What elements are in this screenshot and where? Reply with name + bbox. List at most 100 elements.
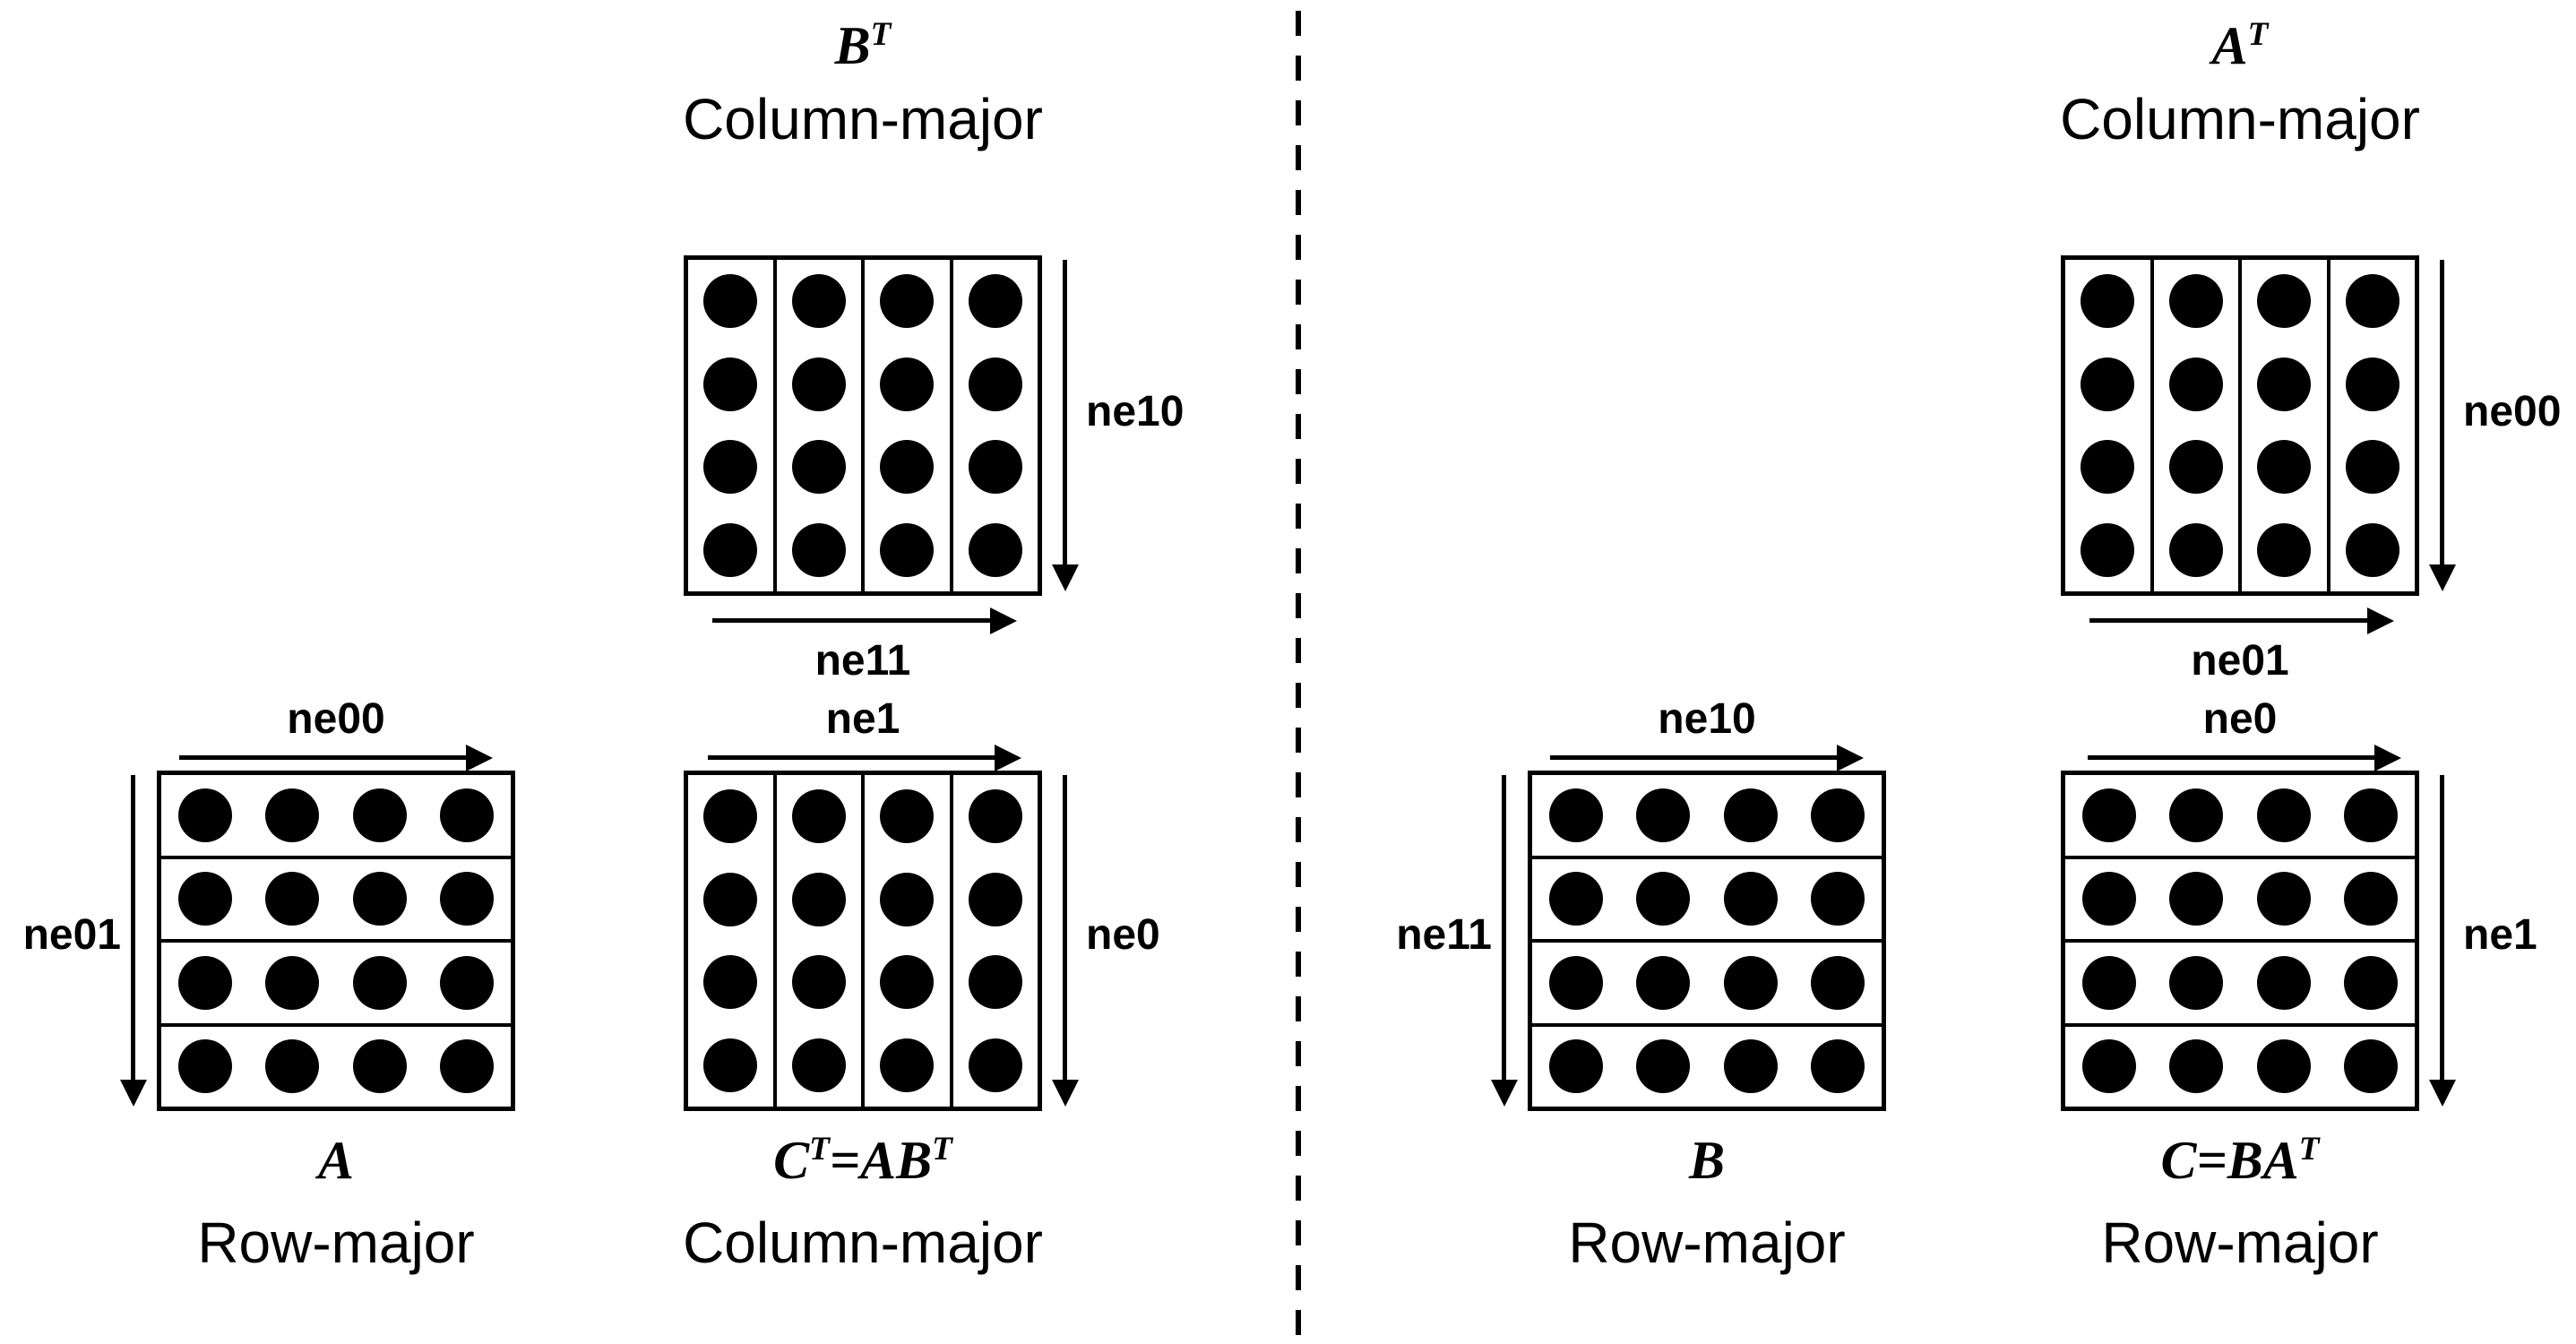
- matrix-dot: [703, 789, 758, 844]
- matrix-strip: [1532, 775, 1882, 859]
- matrix-dot: [1548, 955, 1603, 1010]
- matrix-dot: [2169, 1039, 2224, 1094]
- matrix-dot: [1811, 872, 1865, 926]
- matrix-dot: [1723, 1039, 1778, 1094]
- matrix-dot: [968, 872, 1022, 926]
- matrix-dot: [440, 955, 495, 1010]
- matrix-dot: [703, 274, 758, 329]
- matrix-dot: [2345, 440, 2399, 495]
- matrix-dot: [440, 1039, 495, 1094]
- matrix-dot: [1548, 1039, 1603, 1094]
- left-top-rows-dim-label: ne10: [1086, 388, 1185, 435]
- matrix-dot: [968, 789, 1022, 844]
- left-top-cols-arrow-right-icon: [712, 618, 990, 623]
- left-output-cols-dim-label: ne1: [825, 695, 900, 743]
- matrix-dot: [2256, 872, 2311, 926]
- matrix-dot: [352, 788, 407, 842]
- left-top-matrix-layout-caption: Column-major: [683, 87, 1043, 151]
- matrix-dot: [703, 440, 758, 495]
- matrix-dot: [2081, 357, 2135, 411]
- left-output-matrix-title: CT=ABT: [773, 1131, 952, 1190]
- matrix-dot: [2257, 440, 2312, 495]
- left-output-cols-arrow-right-icon: [708, 755, 995, 760]
- matrix-dot: [791, 872, 846, 926]
- left-output-matrix-layout-caption: Column-major: [683, 1210, 1043, 1275]
- matrix-strip: [2065, 1027, 2415, 1107]
- matrix-dot: [2168, 274, 2223, 329]
- matrix-dot: [177, 955, 232, 1010]
- matrix-dot: [440, 872, 495, 926]
- matrix-dot: [2081, 872, 2136, 926]
- matrix-dot: [2344, 955, 2399, 1010]
- right-input-rows-arrow-down-icon: [1502, 775, 1506, 1080]
- matrix-dot: [703, 522, 758, 577]
- right-output-rows-arrow-down-icon: [2440, 775, 2444, 1080]
- right-top-rows-dim-label: ne00: [2463, 388, 2562, 435]
- matrix-dot: [2345, 274, 2399, 329]
- right-input-cols-dim-label: ne10: [1658, 695, 1756, 743]
- matrix-dot: [1811, 955, 1865, 1010]
- left-output-rows-arrow-down-icon: [1063, 775, 1067, 1080]
- matrix-strip: [2154, 260, 2242, 591]
- matrix-dot: [2081, 1039, 2136, 1094]
- left-top-matrix: [684, 255, 1042, 596]
- matrix-dot: [352, 955, 407, 1010]
- matrix-dot: [2081, 274, 2135, 329]
- matrix-dot: [352, 872, 407, 926]
- matrix-dot: [265, 1039, 320, 1094]
- matrix-dot: [1723, 872, 1778, 926]
- left-output-matrix: [684, 771, 1042, 1111]
- matrix-dot: [968, 955, 1022, 1010]
- right-top-cols-arrow-right-icon: [2089, 618, 2367, 623]
- matrix-dot: [2344, 1039, 2399, 1094]
- left-input-matrix-layout-caption: Row-major: [197, 1210, 475, 1275]
- left-top-rows-arrow-down-icon: [1063, 260, 1067, 564]
- matrix-dot: [791, 522, 846, 577]
- right-input-matrix-title: B: [1688, 1131, 1726, 1190]
- matrix-dot: [703, 1038, 758, 1092]
- matrix-dot: [2257, 522, 2312, 577]
- matrix-dot: [2168, 440, 2223, 495]
- matrix-dot: [880, 789, 935, 844]
- matrix-dot: [177, 872, 232, 926]
- left-input-matrix: [157, 771, 515, 1111]
- matrix-strip: [161, 943, 511, 1027]
- matrix-dot: [352, 1039, 407, 1094]
- matrix-strip: [777, 260, 865, 591]
- right-output-cols-dim-label: ne0: [2202, 695, 2278, 743]
- matrix-dot: [1636, 872, 1691, 926]
- right-output-rows-dim-label: ne1: [2463, 911, 2537, 959]
- matrix-dot: [177, 788, 232, 842]
- matrix-dot: [2256, 1039, 2311, 1094]
- matrix-dot: [791, 357, 846, 411]
- right-top-matrix: [2061, 255, 2419, 596]
- matrix-dot: [791, 955, 846, 1010]
- right-top-matrix-layout-caption: Column-major: [2060, 87, 2420, 151]
- right-output-matrix-layout-caption: Row-major: [2101, 1210, 2379, 1275]
- matrix-strip: [2065, 943, 2415, 1027]
- matrix-dot: [880, 955, 935, 1010]
- left-input-cols-arrow-right-icon: [179, 755, 466, 760]
- left-input-rows-dim-label: ne01: [22, 911, 121, 959]
- matrix-dot: [1723, 955, 1778, 1010]
- matrix-dot: [1636, 955, 1691, 1010]
- matrix-dot: [703, 955, 758, 1010]
- matrix-dot: [791, 440, 846, 495]
- matrix-dot: [968, 274, 1022, 329]
- matrix-dot: [1548, 872, 1603, 926]
- panel-divider: [1296, 11, 1301, 1335]
- right-output-cols-arrow-right-icon: [2088, 755, 2374, 760]
- matrix-strip: [161, 859, 511, 943]
- matrix-dot: [2257, 274, 2312, 329]
- matrix-dot: [880, 440, 935, 495]
- matrix-dot: [265, 788, 320, 842]
- matrix-dot: [880, 872, 935, 926]
- matrix-strip: [953, 775, 1038, 1107]
- matrix-dot: [2256, 955, 2311, 1010]
- matrix-dot: [1723, 788, 1778, 842]
- matrix-dot: [2081, 522, 2135, 577]
- matrix-strip: [1532, 859, 1882, 943]
- right-top-rows-arrow-down-icon: [2440, 260, 2444, 564]
- matrix-strip: [161, 1027, 511, 1107]
- matrix-dot: [1811, 788, 1865, 842]
